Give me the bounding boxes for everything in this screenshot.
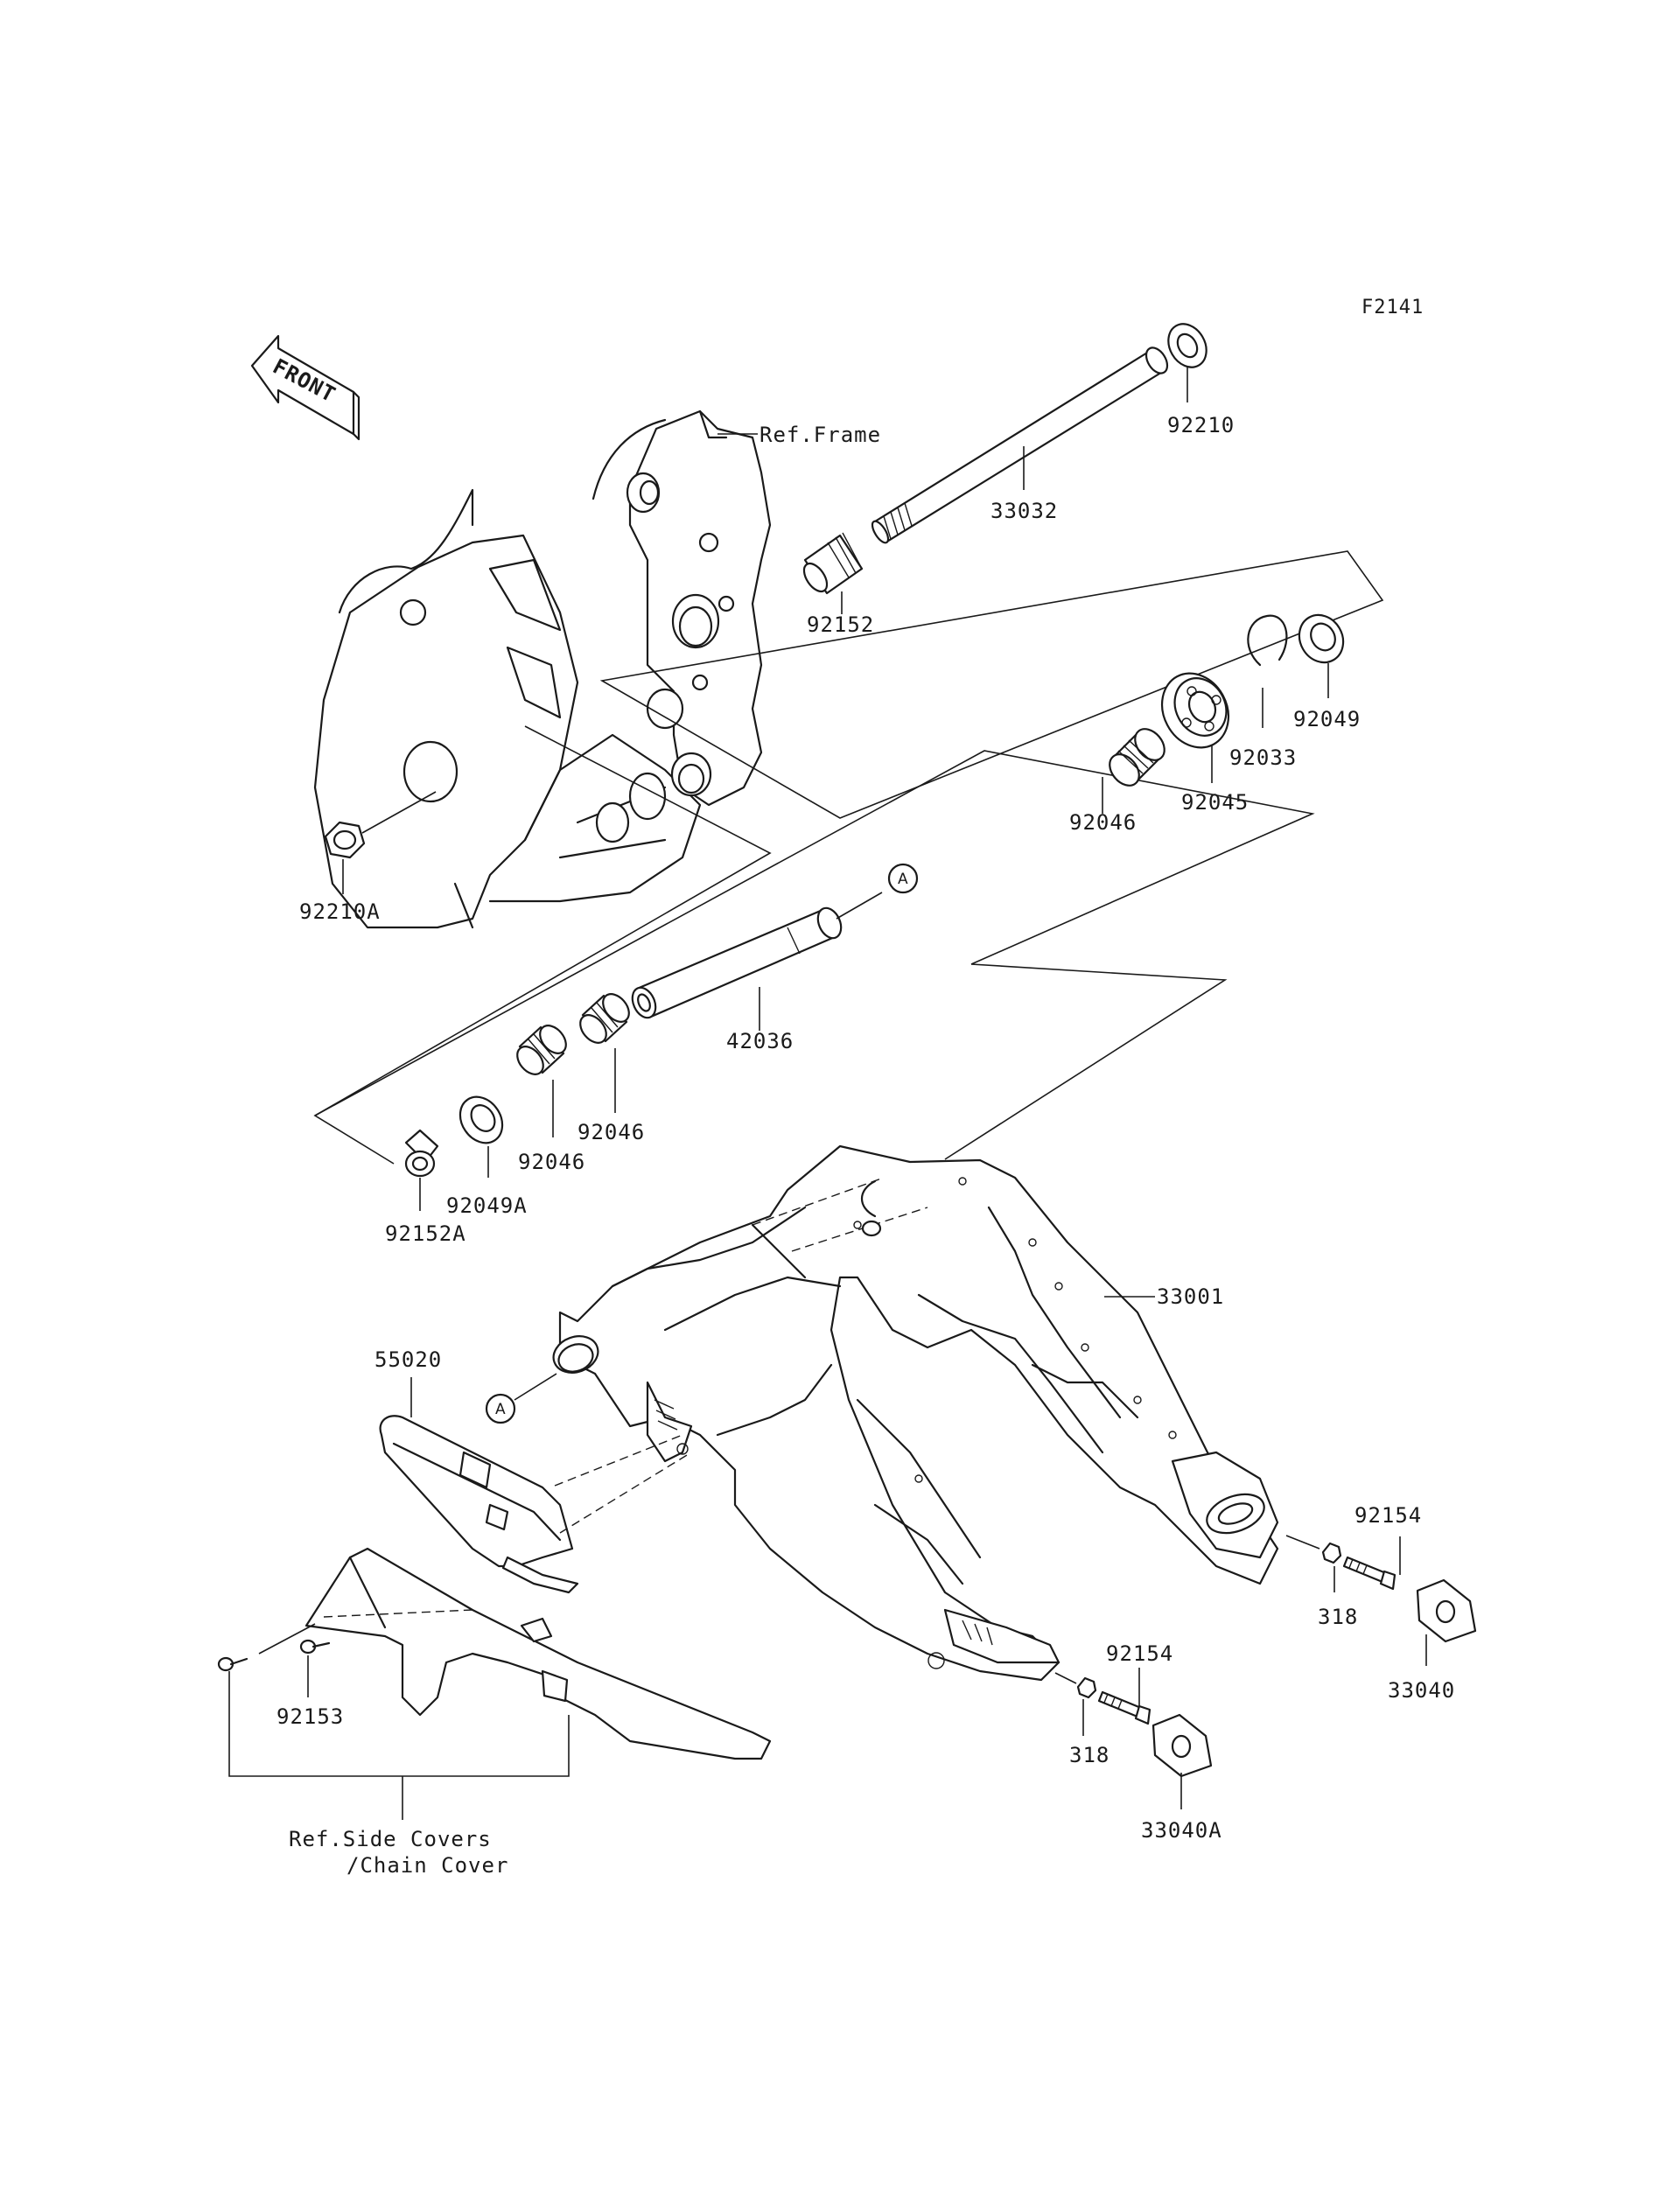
marker-a-bottom <box>485 1393 516 1424</box>
marker-a-top-label: A <box>898 871 908 888</box>
swingarm-leader-outline <box>944 963 1228 1160</box>
part-33040A: 33040A <box>1141 1818 1222 1843</box>
frame-right-drawing <box>592 409 772 807</box>
part-92033: 92033 <box>1229 745 1297 770</box>
collar-92152 <box>802 532 864 595</box>
seal-92049 <box>1298 613 1345 664</box>
chain-slider-55020 <box>379 1415 579 1594</box>
needle-bearing-92046-a <box>579 993 630 1044</box>
marker-a-top <box>887 863 919 894</box>
needle-bearing-92046-top <box>1109 728 1166 787</box>
part-55020: 55020 <box>374 1347 442 1372</box>
ref-side-covers-line1: Ref.Side Covers <box>289 1827 492 1851</box>
figure-code: F2141 <box>1362 297 1424 318</box>
part-92046-top: 92046 <box>1069 810 1137 835</box>
nut-318-right <box>1321 1542 1342 1564</box>
part-92210A: 92210A <box>299 899 381 924</box>
upper-exploded-outline <box>599 550 1384 819</box>
part-92210: 92210 <box>1167 413 1235 437</box>
nut-318-mid <box>1076 1676 1097 1699</box>
circlip-92033 <box>1247 614 1288 667</box>
part-92049A: 92049A <box>446 1193 528 1218</box>
pivot-shaft-33032 <box>871 346 1169 544</box>
collar-92152A <box>404 1129 439 1178</box>
part-92154-mid: 92154 <box>1106 1641 1173 1666</box>
part-92152: 92152 <box>807 612 874 637</box>
adjuster-33040 <box>1416 1578 1477 1643</box>
bolt-92154-right <box>1342 1556 1396 1591</box>
front-arrow-icon: FRONT <box>250 334 360 441</box>
frame-left-drawing <box>313 488 702 929</box>
screw-92153-right <box>299 1639 331 1655</box>
adjuster-33040A <box>1152 1713 1213 1778</box>
side-covers-bracket <box>228 1671 570 1777</box>
part-318-mid: 318 <box>1069 1743 1110 1767</box>
nut-92210A <box>324 821 366 859</box>
chain-cover-drawing <box>304 1547 772 1760</box>
part-92153: 92153 <box>276 1704 344 1729</box>
part-42036: 42036 <box>726 1029 794 1053</box>
lower-exploded-outline <box>313 750 1315 1165</box>
part-92045: 92045 <box>1181 790 1249 815</box>
part-318-right: 318 <box>1318 1605 1358 1629</box>
swingarm-33001-drawing <box>552 1144 1279 1682</box>
part-33040: 33040 <box>1388 1678 1455 1703</box>
screw-92153-left <box>217 1656 248 1672</box>
part-92046-b: 92046 <box>518 1150 585 1174</box>
seal-92049A <box>458 1095 504 1144</box>
ref-side-covers-line2: /Chain Cover <box>346 1853 508 1878</box>
sleeve-42036 <box>631 906 843 1019</box>
bearing-92045 <box>1160 672 1230 749</box>
part-92049: 92049 <box>1293 707 1361 731</box>
part-33001: 33001 <box>1157 1284 1224 1309</box>
ref-frame-label: Ref.Frame <box>760 423 881 447</box>
needle-bearing-92046-b <box>516 1025 567 1075</box>
nut-92210 <box>1167 323 1208 368</box>
part-92154-right: 92154 <box>1354 1503 1422 1528</box>
part-92152A: 92152A <box>385 1221 466 1246</box>
part-92046-a: 92046 <box>578 1120 645 1144</box>
marker-a-bottom-label: A <box>495 1401 506 1418</box>
part-33032: 33032 <box>990 499 1058 523</box>
bolt-92154-mid <box>1097 1690 1152 1725</box>
pivot-region-outline <box>314 725 772 1116</box>
